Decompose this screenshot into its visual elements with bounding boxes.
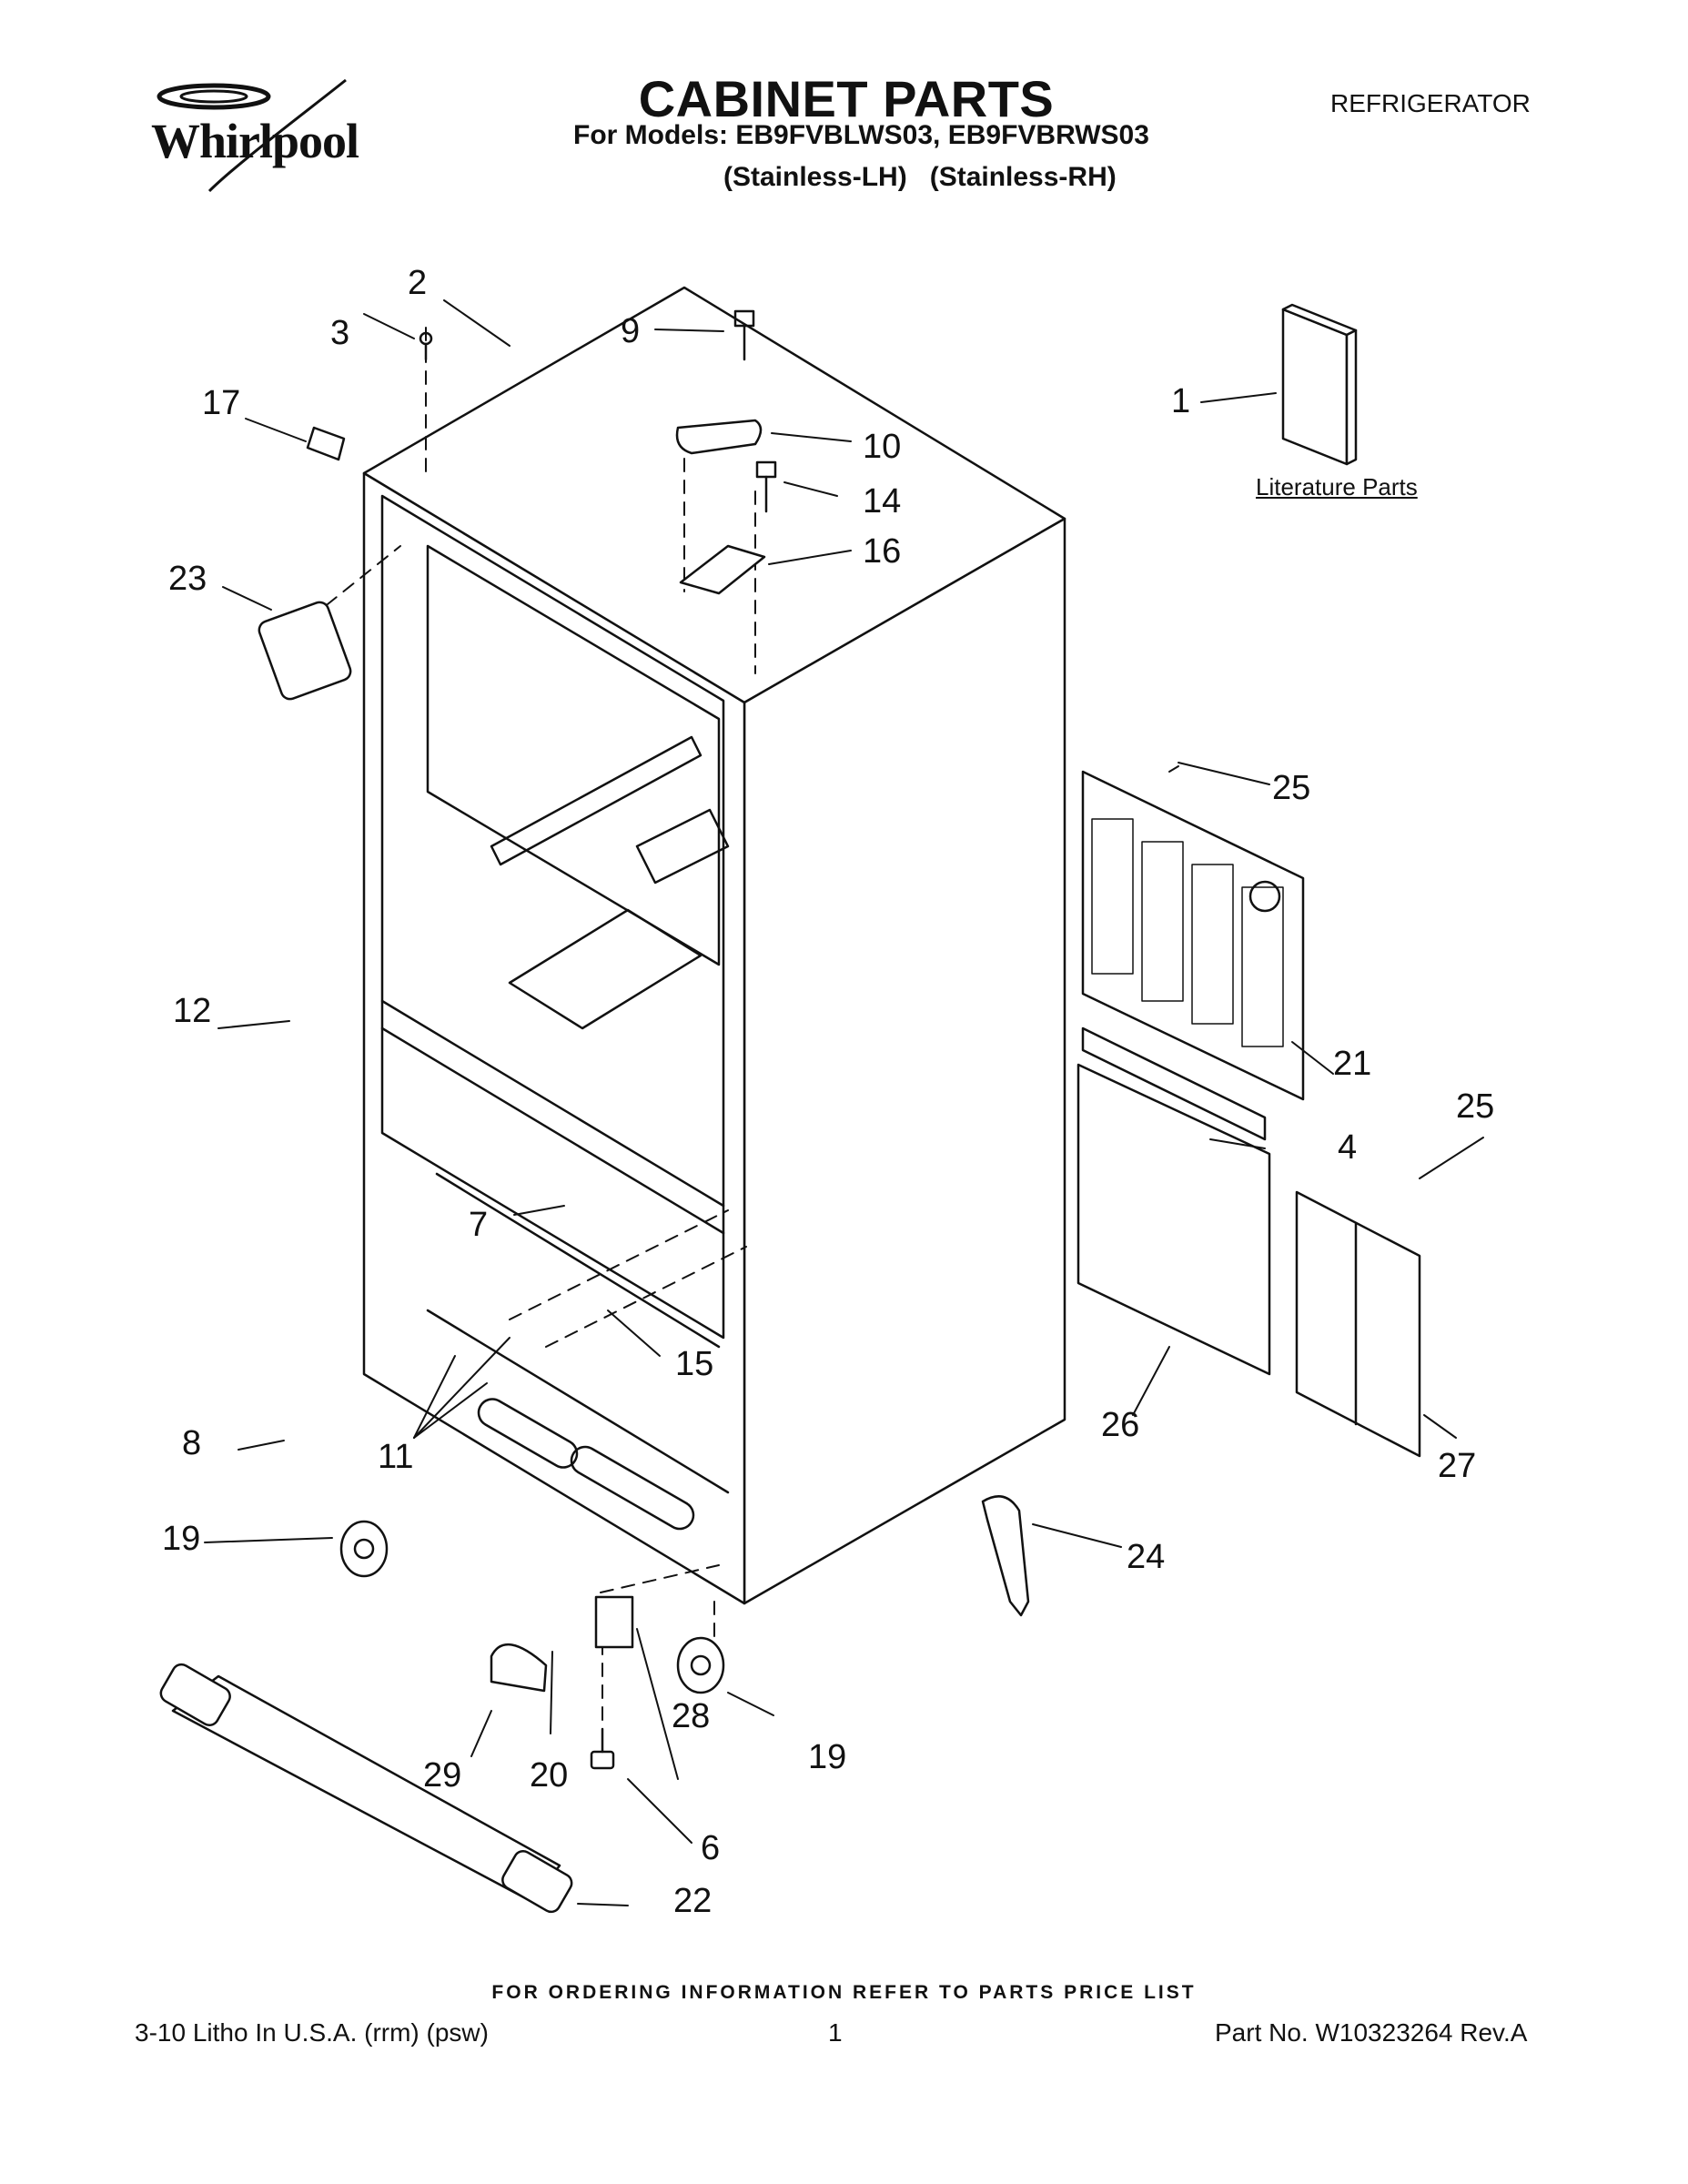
callout-25-lower: 25 [1456,1087,1495,1126]
callout-1: 1 [1171,382,1191,420]
trim-part [306,426,346,461]
callout-14: 14 [863,482,902,521]
callout-12: 12 [173,992,212,1030]
callout-7: 7 [469,1206,489,1244]
callout-11: 11 [378,1438,414,1476]
callout-10: 10 [863,428,902,466]
cover-panel-part [1295,1190,1421,1458]
dispenser-label-part [258,601,352,701]
page-title: CABINET PARTS [638,70,1055,127]
callout-2: 2 [408,264,428,302]
litho-line: 3-10 Litho In U.S.A. (rrm) (psw) [135,2018,489,2047]
refrigerator-cabinet [362,286,1066,1605]
whirlpool-logo: Whirlpool [127,73,400,205]
variants-line: (Stainless-LH) (Stainless-RH) [723,162,1117,192]
literature-book-part [1281,303,1358,466]
part-number: Part No. W10323264 Rev.A [1215,2018,1528,2047]
callout-4: 4 [1338,1128,1358,1167]
callout-6: 6 [701,1829,721,1867]
cabinet-parts-diagram [159,286,1484,1914]
callout-24: 24 [1127,1538,1166,1576]
screw-part [419,309,777,513]
caster-wheel-part [339,1520,725,1694]
callout-29: 29 [423,1756,462,1795]
gasket-strip-part [1081,1026,1267,1141]
brand-name: Whirlpool [151,114,359,168]
callout-21: 21 [1333,1045,1372,1083]
wire-handle-part [981,1495,1030,1617]
whirlpool-swirl-icon [157,78,347,193]
callout-22: 22 [673,1882,713,1920]
callout-19-right: 19 [808,1738,847,1776]
callout-26: 26 [1101,1406,1140,1444]
callout-20: 20 [530,1756,569,1795]
bracket-part [594,1595,634,1649]
leveling-leg-part [590,1727,615,1770]
category-label: REFRIGERATOR [1330,89,1531,117]
literature-parts-label: Literature Parts [1256,473,1418,500]
callout-3: 3 [330,314,350,352]
callout-15: 15 [675,1345,714,1383]
callout-28: 28 [672,1697,711,1735]
callout-27: 27 [1438,1447,1477,1485]
page-number: 1 [828,2018,843,2047]
callout-17: 17 [202,384,241,422]
grille-panel-part [1081,770,1305,1101]
callout-16: 16 [863,532,902,571]
callout-25-upper: 25 [1272,769,1311,807]
ordering-note: FOR ORDERING INFORMATION REFER TO PARTS … [491,1982,1197,2003]
callout-23: 23 [168,560,207,598]
callout-19-left: 19 [162,1520,201,1558]
toe-grille-part [159,1663,573,1914]
callout-8: 8 [182,1424,202,1462]
hinge-cover-part [675,419,763,455]
bracket-part [490,1643,548,1693]
models-line: For Models: EB9FVBLWS03, EB9FVBRWS03 [573,120,1149,150]
callout-9: 9 [621,312,641,350]
hinge-part [679,544,766,595]
